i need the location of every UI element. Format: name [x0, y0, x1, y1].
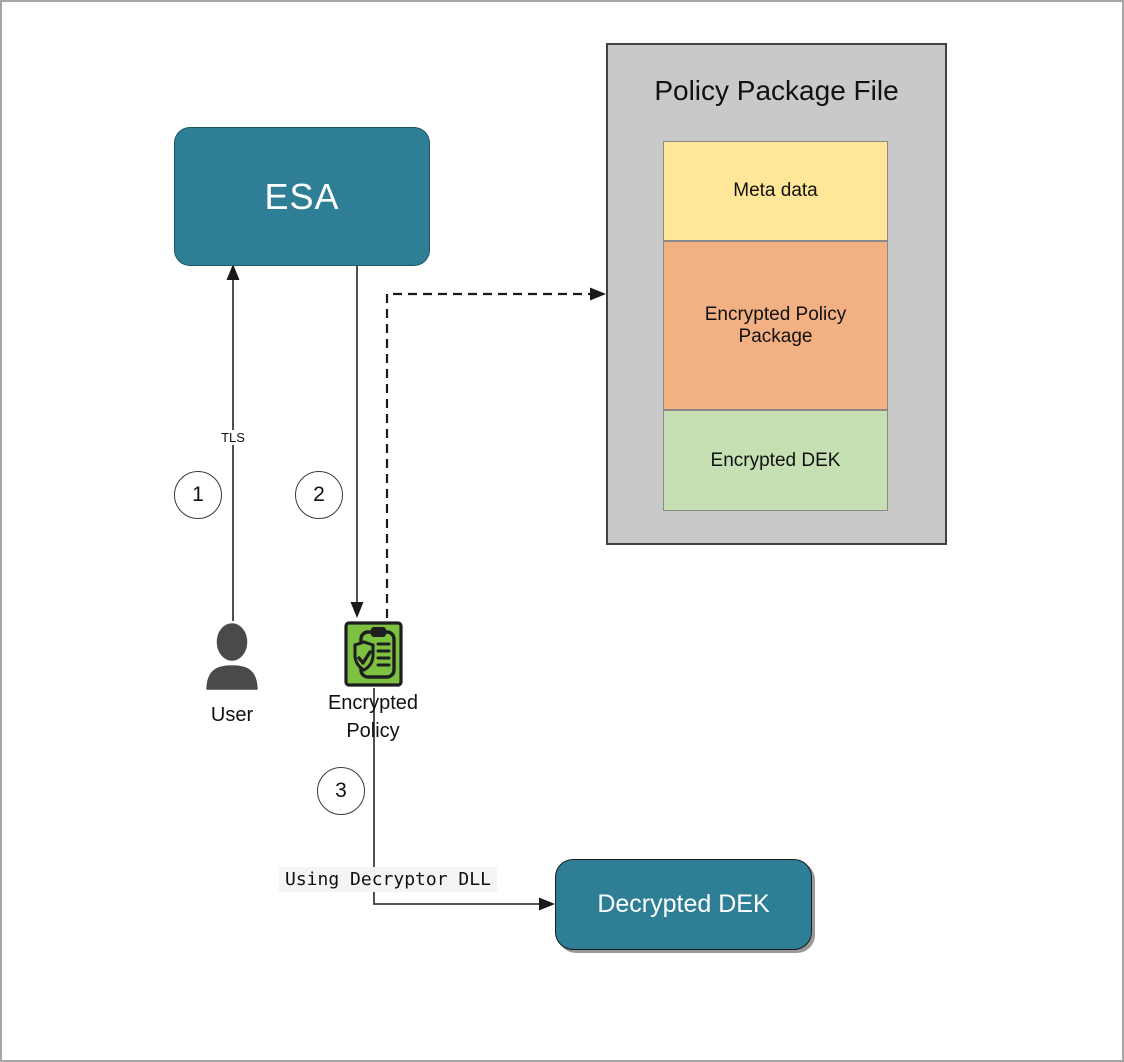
using-decryptor-dll-label: Using Decryptor DLL: [279, 867, 497, 892]
policy-package-file-title: Policy Package File: [654, 75, 899, 106]
step-3-number: 3: [335, 779, 347, 802]
encrypted-dek-label: Encrypted DEK: [710, 449, 841, 471]
step-circle-1: 1: [174, 471, 222, 519]
encrypted-policy-icon: [344, 621, 403, 687]
decrypted-dek-label: Decrypted DEK: [597, 890, 770, 918]
user-label: User: [210, 704, 254, 726]
encrypted-policy-package-label: Encrypted Policy Package: [704, 303, 847, 347]
esa-label: ESA: [264, 175, 340, 217]
step-1-number: 1: [192, 483, 204, 506]
meta-data-label: Meta data: [733, 180, 818, 201]
step-circle-2: 2: [295, 471, 343, 519]
encrypted-dek-section: Encrypted DEK: [663, 410, 888, 511]
meta-data-section: Meta data: [663, 141, 888, 241]
encrypted-policy-package-section: Encrypted Policy Package: [663, 241, 888, 410]
encrypted-policy-label-line1: Encrypted: [327, 692, 419, 714]
decrypted-dek-node: Decrypted DEK: [555, 859, 812, 950]
policy-package-file-container: Policy Package File Meta data Encrypted …: [606, 43, 947, 545]
edge-esa-to-policy-icon: [350, 264, 364, 618]
esa-node: ESA: [174, 127, 430, 266]
edge-policy-icon-to-package-file: [385, 287, 606, 618]
step-circle-3: 3: [317, 767, 365, 815]
encrypted-policy-label-line2: Policy: [346, 720, 400, 742]
encrypted-policy-label: Encrypted Policy: [318, 689, 428, 745]
tls-edge-label: TLS: [209, 430, 257, 445]
step-2-number: 2: [313, 483, 325, 506]
user-icon: [203, 621, 261, 691]
